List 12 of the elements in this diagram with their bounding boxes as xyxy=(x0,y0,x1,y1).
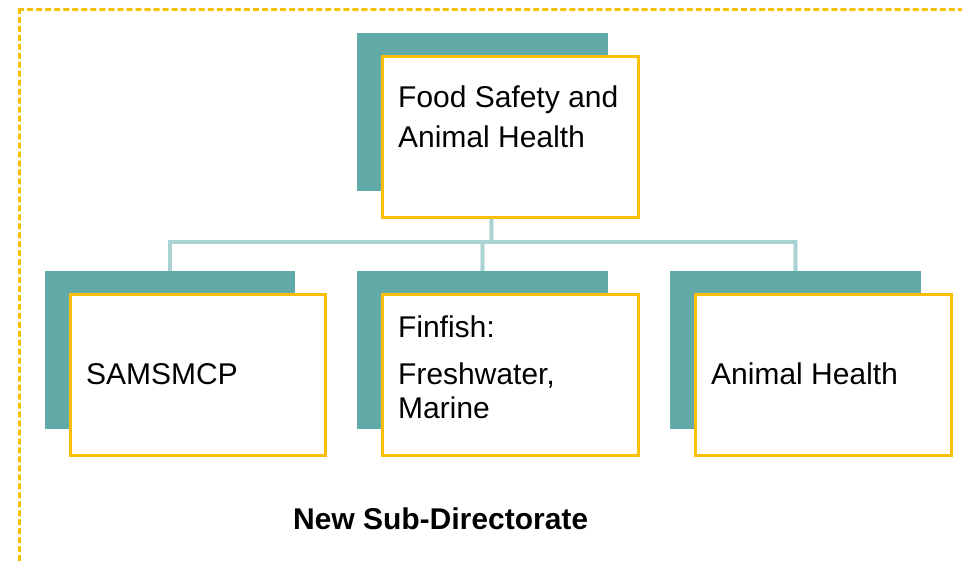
org-box xyxy=(381,293,640,457)
org-box xyxy=(694,293,953,457)
box-text: Finfish: xyxy=(398,310,496,346)
box-text: Freshwater, Marine xyxy=(398,358,556,426)
box-text: Food Safety and Animal Health xyxy=(398,80,620,156)
org-box xyxy=(69,293,327,457)
org-box xyxy=(381,55,640,219)
box-text: SAMSMCP xyxy=(86,357,239,393)
dashed-frame xyxy=(18,8,962,562)
box-text: Animal Health xyxy=(711,357,899,393)
frame-title: New Sub-Directorate xyxy=(293,502,588,538)
connector-line xyxy=(490,219,798,271)
